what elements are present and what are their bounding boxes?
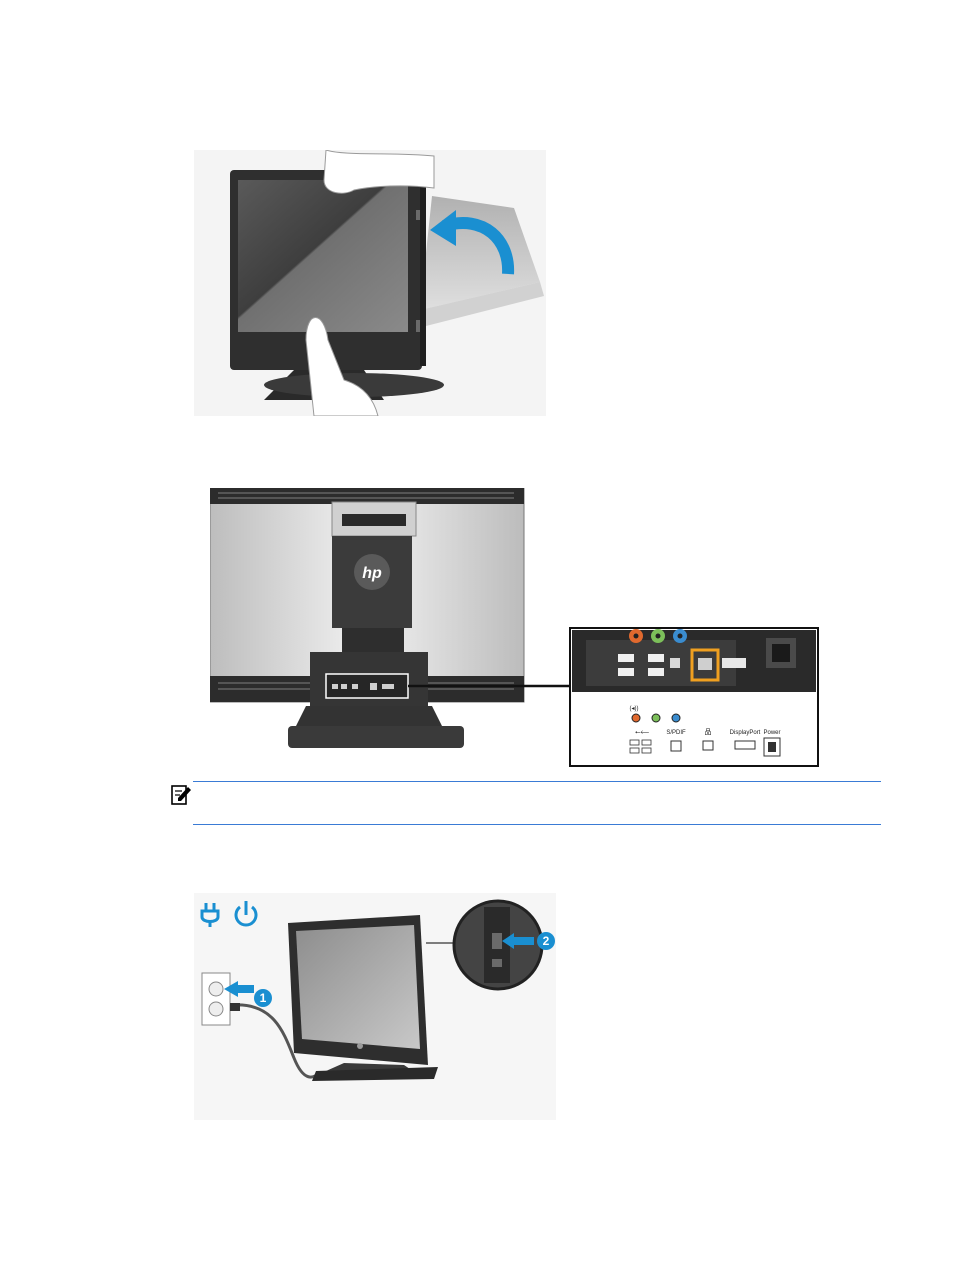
stand-base: [288, 726, 464, 748]
important-icon: [170, 784, 192, 806]
monitor-screen: [238, 180, 408, 332]
connect-power-illustration: 1 2: [194, 893, 556, 1120]
displayport-photo: [722, 658, 746, 668]
usb-label: ⭠⟵: [635, 729, 650, 736]
wall-outlet: [202, 973, 230, 1025]
port-area-highlight: [326, 674, 408, 698]
power-label: Power: [763, 730, 780, 736]
spdif-label: S/PDIF: [666, 730, 686, 736]
connect-power-drawing: 1 2: [194, 893, 556, 1120]
power-button-closeup: [492, 933, 502, 949]
note-rule-bottom: [193, 824, 881, 825]
tilt-display-drawing: [194, 150, 546, 416]
network-icon: [703, 741, 713, 750]
note-rule-top: [193, 781, 881, 782]
spdif-icon: [671, 741, 681, 751]
displayport-label: DisplayPort: [730, 730, 761, 736]
audio-in-icon-2: [672, 714, 680, 722]
hp-logo: hp: [362, 565, 382, 582]
monitor-screen-3: [296, 925, 420, 1049]
audio-in-icon-1: [652, 714, 660, 722]
hand-top: [324, 150, 434, 193]
displayport-icon: [735, 741, 755, 749]
rear-ports-illustration: hp: [210, 488, 822, 770]
rear-ports-drawing: hp: [210, 488, 822, 770]
spdif-port-photo: [670, 658, 680, 668]
network-label: 品: [705, 728, 712, 736]
audio-out-icon: [632, 714, 640, 722]
audio-out-label: (◂)): [629, 706, 638, 712]
callout-1-number: 1: [260, 991, 267, 1005]
callout-2-number: 2: [543, 934, 550, 948]
tilt-display-illustration: [194, 150, 546, 416]
